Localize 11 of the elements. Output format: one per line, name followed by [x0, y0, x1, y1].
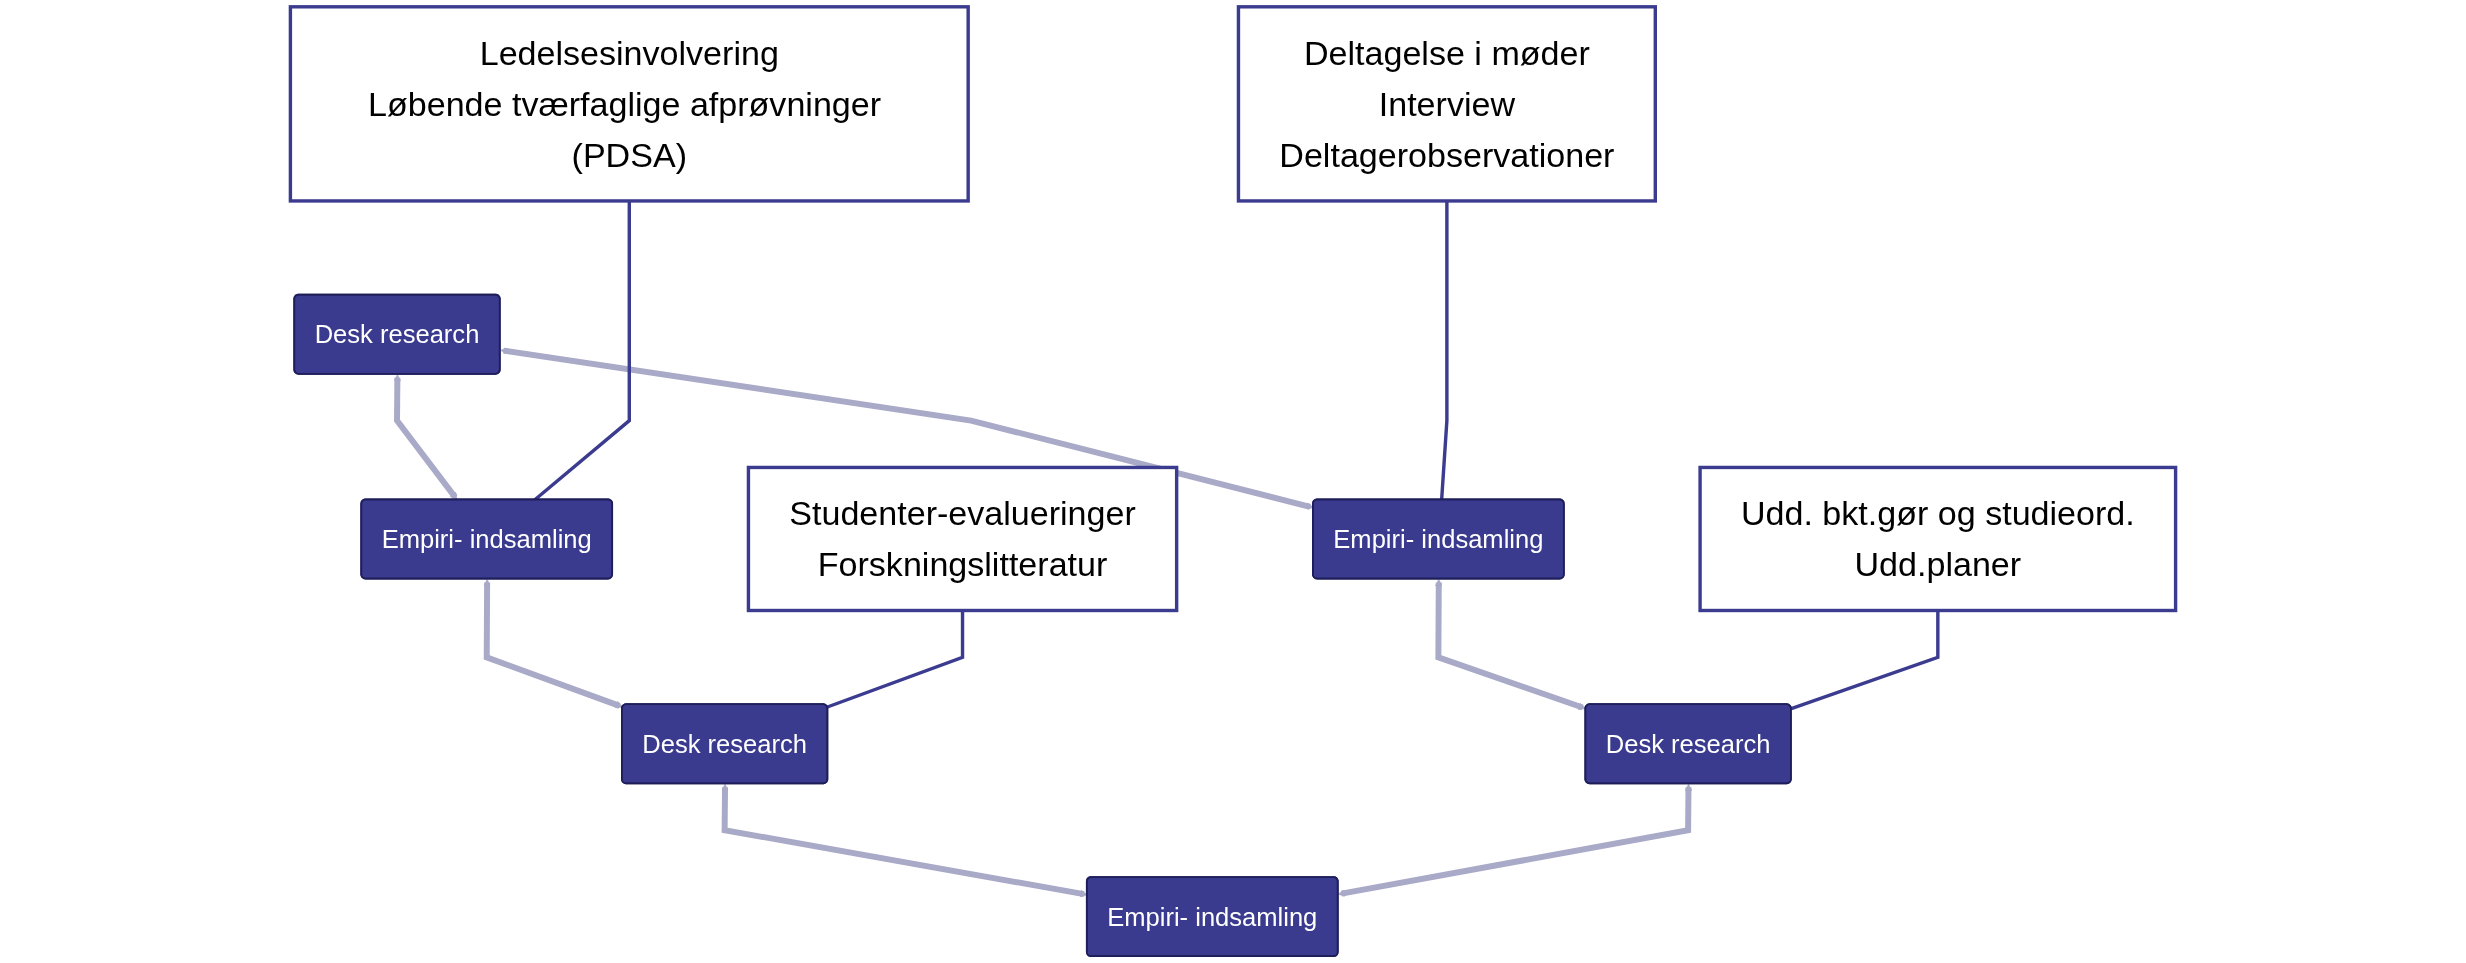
node-box: Deltagelse i møder Interview Deltagerobservationer: [1236, 5, 1657, 203]
node-box: Udd. bkt.gør og studieord. Udd.planer: [1698, 465, 2178, 613]
connector: [1439, 200, 1449, 500]
arrow: [1435, 579, 1587, 711]
connector: [1790, 610, 1940, 711]
node-box: Ledelsesinvolvering Løbende tværfaglige afprøvninger (PDSA): [288, 5, 970, 203]
connector: [826, 610, 965, 709]
node-box: Studenter-evalueringer Forskningslitteratur: [746, 465, 1179, 613]
arrow: [1337, 783, 1693, 897]
arrow: [483, 579, 624, 709]
arrow: [393, 374, 458, 501]
